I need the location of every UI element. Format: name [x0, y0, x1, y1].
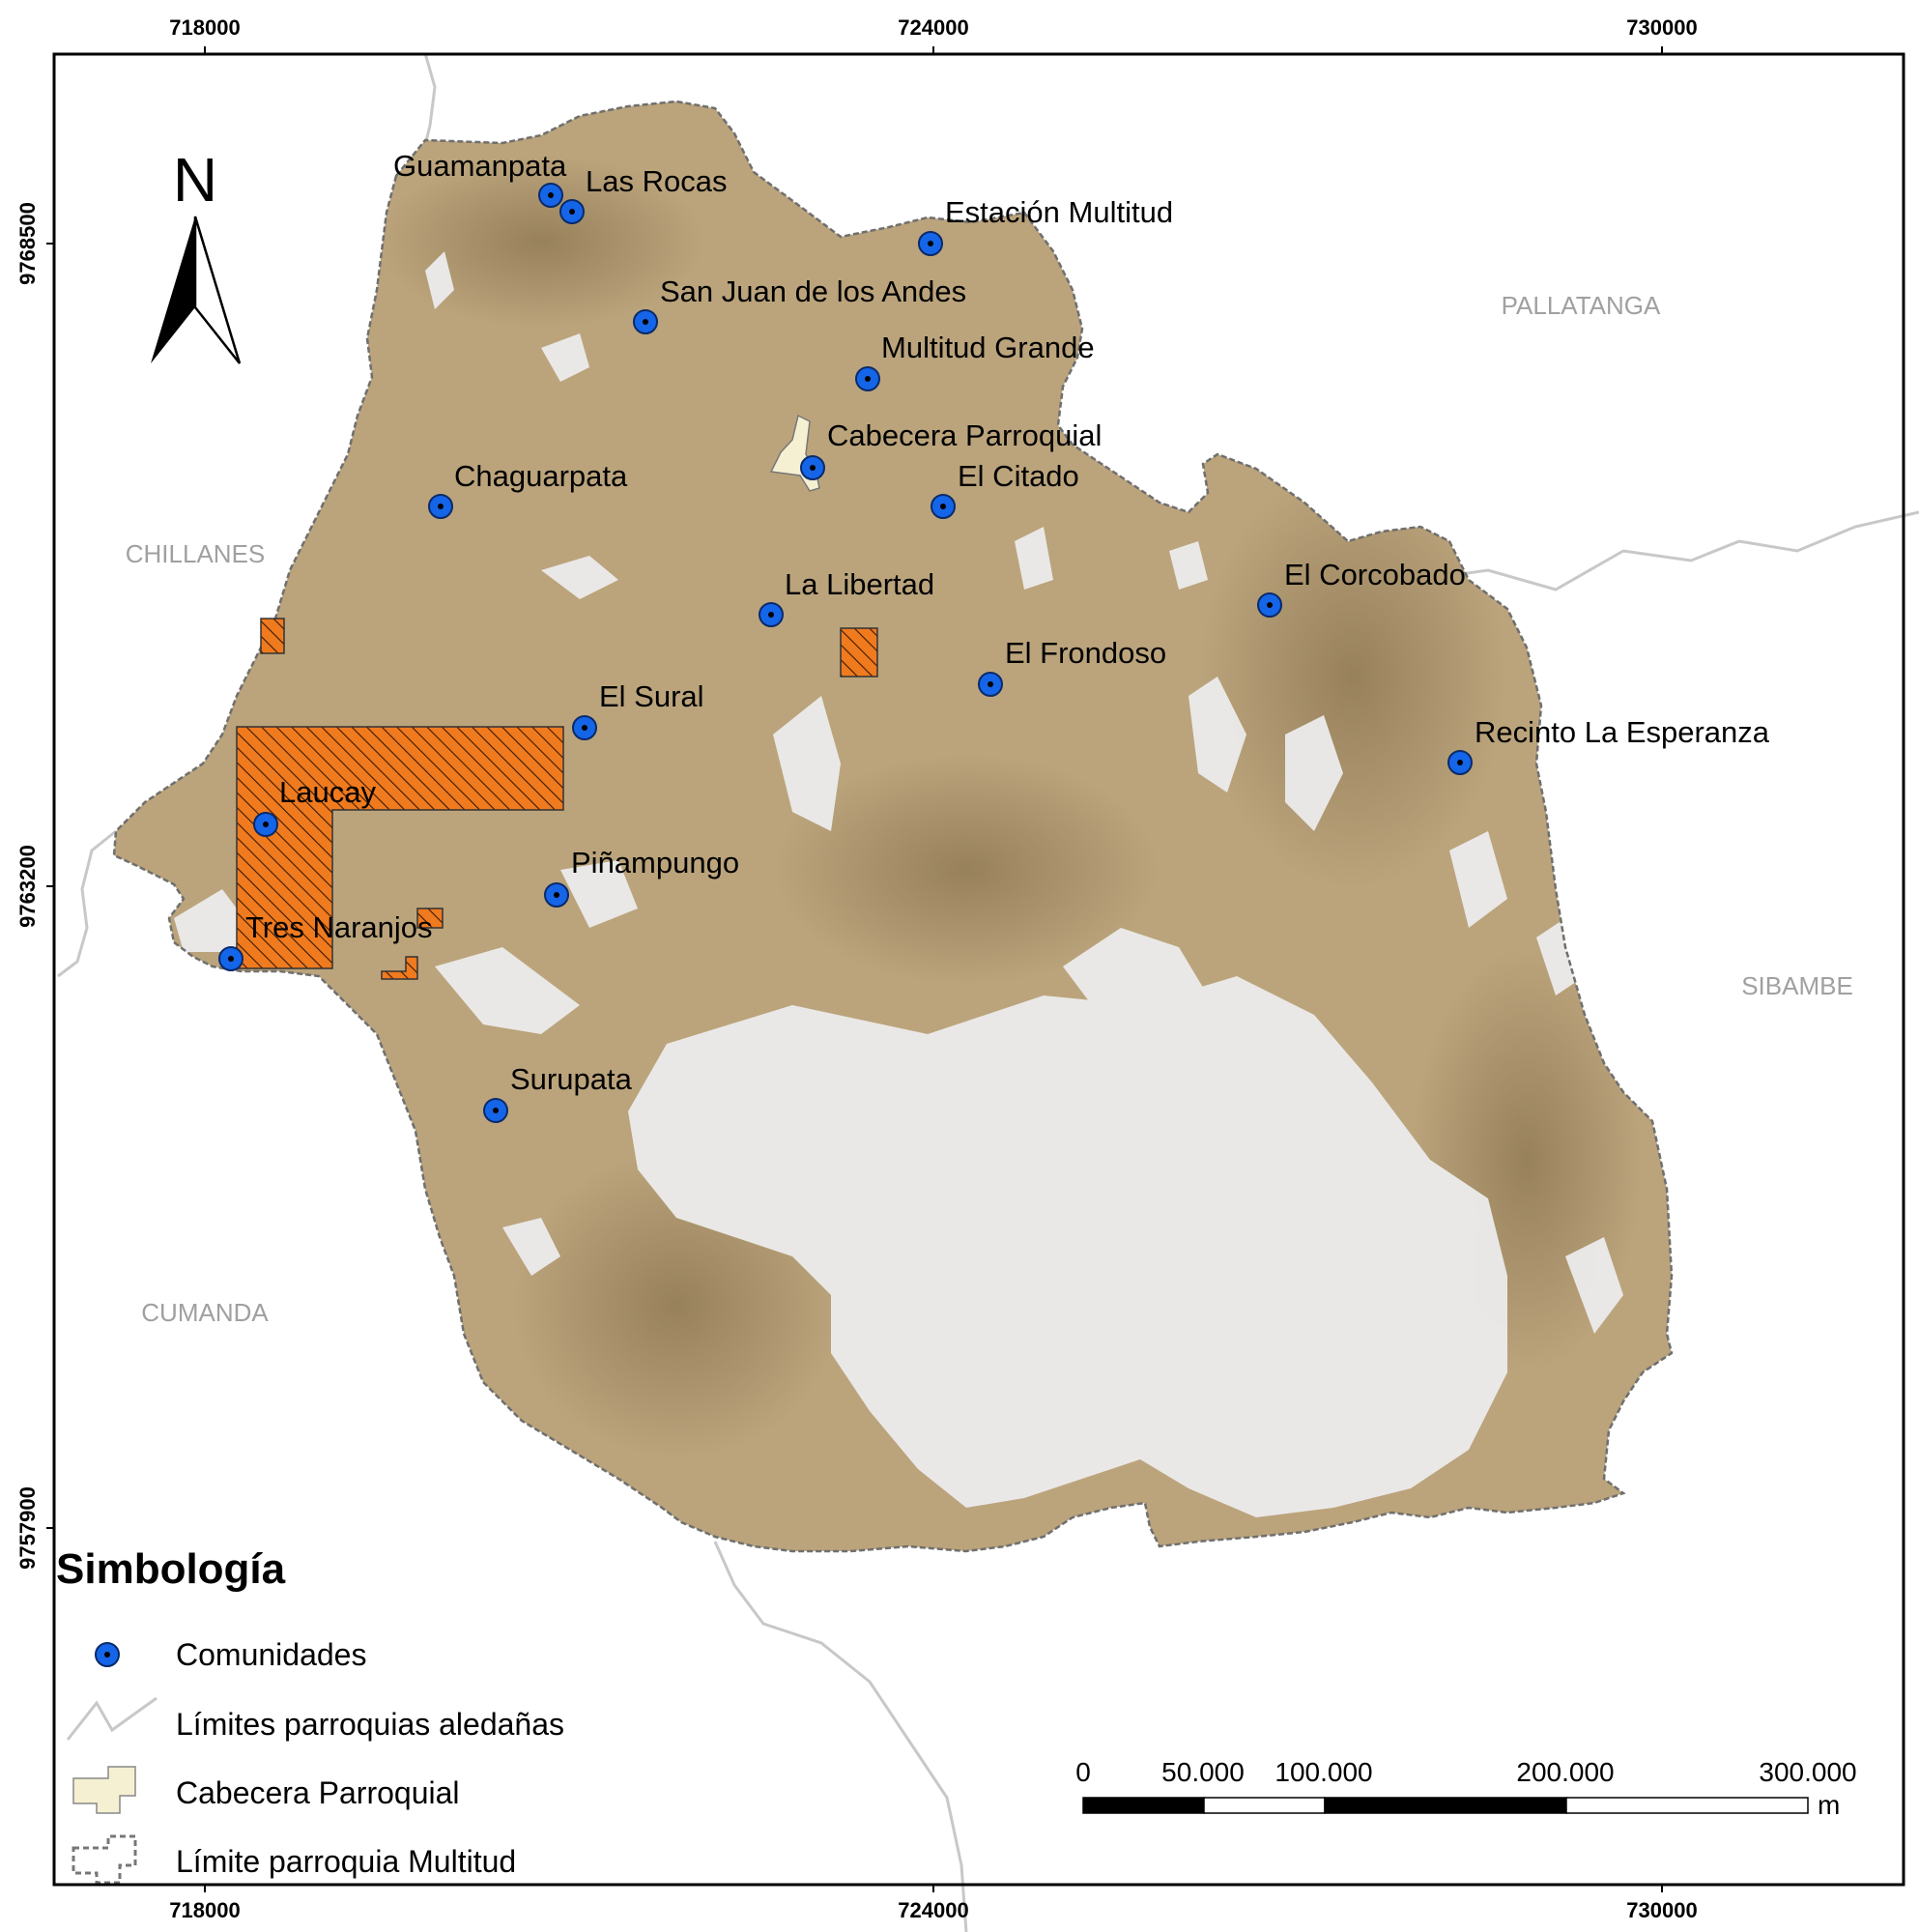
north-arrow: N [151, 145, 242, 364]
region-label: PALLATANGA [1502, 291, 1661, 320]
legend: Simbología Comunidades Límites parroquia… [56, 1545, 564, 1885]
y-tick-label: 9768500 [15, 202, 40, 285]
community-label: El Sural [599, 679, 704, 713]
legend-label: Límites parroquias aledañas [176, 1707, 564, 1742]
community-label: El Citado [958, 459, 1079, 493]
community-las-rocas[interactable]: Las Rocas [559, 164, 727, 224]
community-pinampungo[interactable]: Piñampungo [544, 846, 739, 908]
community-estacion-multitud[interactable]: Estación Multitud [918, 195, 1173, 256]
scale-label: 50.000 [1161, 1757, 1245, 1787]
community-guamanpata[interactable]: Guamanpata [393, 149, 567, 208]
x-axis-bottom: 718000 724000 730000 [169, 1898, 1697, 1922]
community-el-sural[interactable]: El Sural [572, 679, 704, 740]
legend-label: Comunidades [176, 1637, 366, 1672]
hatched-area-small-west [260, 618, 285, 654]
community-label: Surupata [510, 1062, 633, 1096]
community-chaguarpata[interactable]: Chaguarpata [428, 459, 628, 519]
scale-segment [1324, 1797, 1567, 1814]
scale-bar: 0 50.000 100.000 200.000 300.000 m [1075, 1757, 1856, 1820]
legend-item-limite-multitud: Límite parroquia Multitud [72, 1834, 516, 1885]
community-label: Tres Naranjos [245, 910, 433, 944]
x-tick-label: 730000 [1626, 1898, 1697, 1922]
parish-multitud [112, 100, 1674, 1553]
community-surupata[interactable]: Surupata [483, 1062, 633, 1123]
community-point-icon [95, 1642, 120, 1667]
parish-boundary-dashed-icon [72, 1834, 137, 1885]
region-label: CHILLANES [126, 539, 266, 568]
community-tres-naranjos[interactable]: Tres Naranjos [218, 910, 433, 971]
community-recinto-la-esperanza[interactable]: Recinto La Esperanza [1447, 715, 1770, 775]
north-arrow-outline-icon [193, 216, 242, 364]
x-tick-label: 718000 [169, 15, 240, 40]
communities-layer: Guamanpata Las Rocas Estación Multitud S… [218, 149, 1770, 1123]
legend-item-comunidades: Comunidades [95, 1637, 366, 1672]
x-tick-label: 724000 [898, 1898, 968, 1922]
community-la-libertad[interactable]: La Libertad [759, 567, 934, 627]
community-label: Guamanpata [393, 149, 567, 183]
scale-label: 100.000 [1275, 1757, 1372, 1787]
north-arrow-label: N [173, 145, 217, 215]
community-el-frondoso[interactable]: El Frondoso [978, 636, 1166, 697]
community-label: El Corcobado [1284, 558, 1466, 591]
x-tick-label: 730000 [1626, 15, 1697, 40]
north-arrow-icon [151, 216, 195, 363]
community-label: Chaguarpata [454, 459, 628, 493]
legend-label: Límite parroquia Multitud [176, 1844, 516, 1879]
community-label: Las Rocas [586, 164, 727, 198]
x-tick-label: 724000 [898, 15, 968, 40]
scale-segment [1203, 1797, 1326, 1814]
x-axis-top: 718000 724000 730000 [169, 15, 1697, 40]
region-label: SIBAMBE [1741, 971, 1853, 1000]
community-label: La Libertad [785, 567, 934, 601]
grid-ticks [46, 46, 1663, 1892]
community-label: Piñampungo [571, 846, 739, 879]
community-label: Recinto La Esperanza [1475, 715, 1770, 749]
legend-title: Simbología [56, 1545, 286, 1593]
community-label: Estación Multitud [945, 195, 1173, 229]
scale-label: 300.000 [1759, 1757, 1856, 1787]
boundary-line-icon [66, 1696, 158, 1741]
hatched-area-small-south-b [381, 956, 418, 980]
scale-label: 200.000 [1516, 1757, 1614, 1787]
community-label: San Juan de los Andes [660, 274, 966, 308]
y-axis-left: 9768500 9763200 9757900 [15, 202, 40, 1570]
scale-unit: m [1818, 1790, 1840, 1820]
scale-segment [1082, 1797, 1205, 1814]
region-labels: PALLATANGA CHILLANES SIBAMBE CUMANDA [126, 291, 1853, 1327]
community-label: Multitud Grande [881, 331, 1095, 364]
y-tick-label: 9763200 [15, 845, 40, 928]
hatched-area-la-libertad [840, 627, 878, 678]
scale-label: 0 [1075, 1757, 1091, 1787]
community-laucay[interactable]: Laucay [253, 775, 376, 837]
community-el-corcobado[interactable]: El Corcobado [1257, 558, 1466, 618]
community-san-juan-de-los-andes[interactable]: San Juan de los Andes [633, 274, 966, 334]
map-frame [52, 52, 1905, 1887]
legend-item-cabecera-parroquial: Cabecera Parroquial [72, 1766, 460, 1814]
community-multitud-grande[interactable]: Multitud Grande [855, 331, 1095, 391]
x-tick-label: 718000 [169, 1898, 240, 1922]
y-tick-label: 9757900 [15, 1486, 40, 1570]
parish-seat-polygon-icon [72, 1766, 136, 1814]
scale-segment [1565, 1797, 1809, 1814]
community-cabecera-parroquial[interactable]: Cabecera Parroquial [800, 418, 1102, 480]
hatched-area-small-south-a [416, 908, 444, 929]
community-label: Laucay [279, 775, 376, 809]
community-el-citado[interactable]: El Citado [931, 459, 1079, 519]
legend-item-limites-parroquias: Límites parroquias aledañas [66, 1696, 564, 1742]
region-label: CUMANDA [141, 1298, 269, 1327]
legend-label: Cabecera Parroquial [176, 1775, 460, 1810]
community-label: Cabecera Parroquial [827, 418, 1102, 452]
community-label: El Frondoso [1005, 636, 1166, 670]
